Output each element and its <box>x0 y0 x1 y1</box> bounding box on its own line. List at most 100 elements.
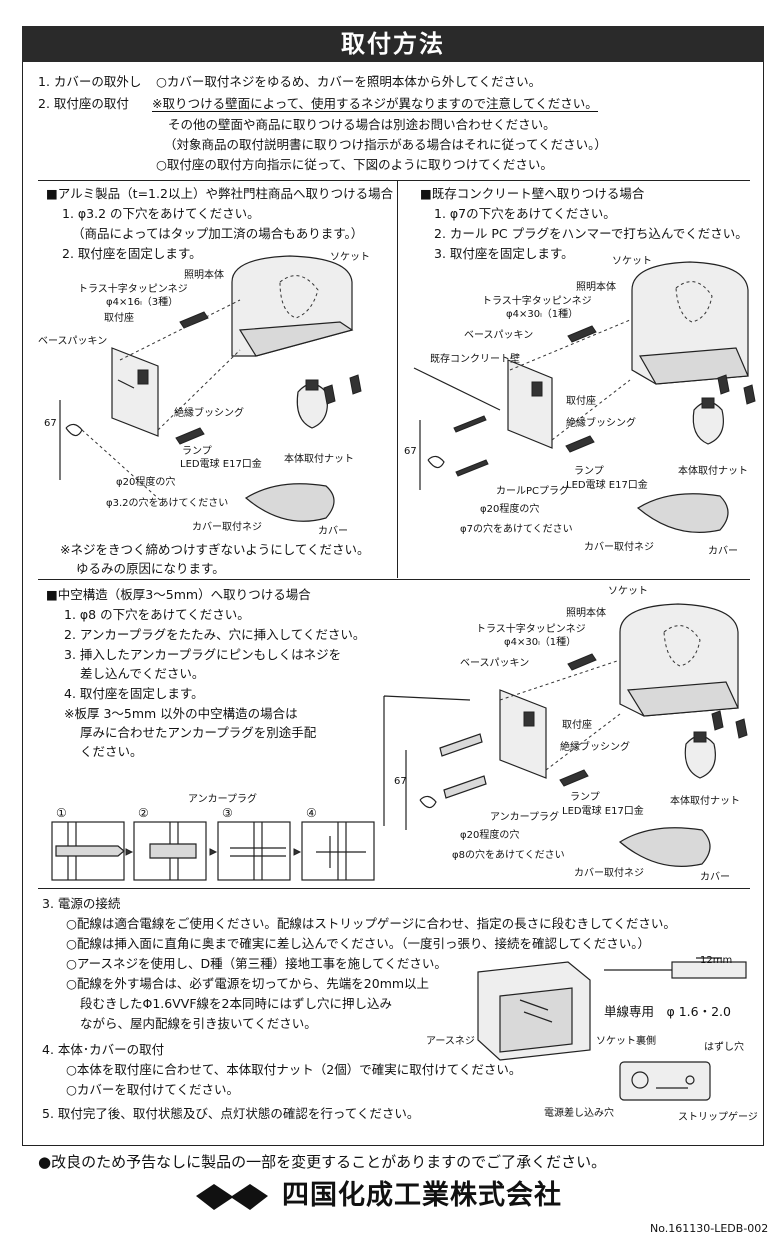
section-a-body-label: 照明本体 <box>184 270 224 281</box>
step2-line2: その他の壁面や商品に取りつける場合は別途お問い合わせください。 <box>168 117 556 132</box>
section-a-line2: （商品によってはタップ加工済の場合もあります。） <box>72 226 364 241</box>
seq-step-4: ④ <box>306 806 317 820</box>
section-b-line3: 3. 取付座を固定します。 <box>434 246 574 261</box>
section-b-screw-label: トラス十字タッピンネジ <box>482 296 592 307</box>
seq-step-1: ① <box>56 806 67 820</box>
section-b-line2: 2. カール PC プラグをハンマーで打ち込んでください。 <box>434 226 748 241</box>
section-a-hole20: φ20程度の穴 <box>116 477 176 488</box>
footer-note: ●改良のため予告なしに製品の一部を変更することがありますのでご了承ください。 <box>38 1153 607 1171</box>
section-c-body-label: 照明本体 <box>566 608 606 619</box>
section-c-line2: 2. アンカープラグをたたみ、穴に挿入してください。 <box>64 627 366 642</box>
step1-label: 1. カバーの取外し <box>38 74 142 89</box>
section-a-line1: 1. φ3.2 の下穴をあけてください。 <box>62 206 260 221</box>
section-a-cover-screw: カバー取付ネジ <box>192 522 262 533</box>
section-b-heading: ■既存コンクリート壁へ取りつける場合 <box>420 186 645 201</box>
power-line1: ○配線は適合電線をご使用ください。配線はストリップゲージに合わせ、指定の長さに段… <box>66 916 676 931</box>
seq-step-3: ③ <box>222 806 233 820</box>
divider <box>38 180 750 181</box>
earth-screw-label: アースネジ <box>426 1036 475 1047</box>
section-b-nut-label: 本体取付ナット <box>678 466 748 477</box>
socket-back-label: ソケット裏側 <box>596 1036 656 1047</box>
step1-text: ○カバー取付ネジをゆるめ、カバーを照明本体から外してください。 <box>156 74 542 89</box>
section-c-hole20: φ20程度の穴 <box>460 830 520 841</box>
section-a-screw-label: トラス十字タッピンネジ <box>78 284 188 295</box>
section-c-line3: 3. 挿入したアンカープラグにピンもしくはネジを <box>64 647 342 662</box>
divider <box>38 579 750 580</box>
section-a-hole: φ3.2の穴をあけてください <box>106 498 229 509</box>
section-c-line5b: 厚みに合わせたアンカープラグを別途手配 <box>80 725 317 740</box>
section-c-bushing-label: 絶縁ブッシング <box>560 742 630 753</box>
section-b-plug-label: カールPCプラグ <box>496 486 570 497</box>
seq-step-2: ② <box>138 806 149 820</box>
section-c-line5: ※板厚 3〜5mm 以外の中空構造の場合は <box>64 706 298 721</box>
section-c-hole: φ8の穴をあけてください <box>452 850 565 861</box>
section-a-heading: ■アルミ製品（t=1.2以上）や弊社門柱商品へ取りつける場合 <box>46 186 394 201</box>
section-b-socket-label: ソケット <box>612 256 652 267</box>
strip-gauge-label: ストリップゲージ <box>678 1112 758 1123</box>
release-hole-label: はずし穴 <box>704 1042 744 1053</box>
section-c-heading: ■中空構造（板厚3〜5mm）へ取りつける場合 <box>46 587 311 602</box>
section-b-packing-label: ベースパッキン <box>464 330 534 341</box>
section-b-lamp-spec: LED電球 E17口金 <box>566 480 648 491</box>
section-b-hole: φ7の穴をあけてください <box>460 524 573 535</box>
document-number: No.161130-LEDB-002 <box>650 1222 769 1235</box>
section-a-dim: 67 <box>44 418 57 429</box>
section-b-dim: 67 <box>404 446 417 457</box>
power-line4c: ながら、屋内配線を引き抜いてください。 <box>80 1016 317 1031</box>
step2-line4: ○取付座の取付方向指示に従って、下図のように取りつけてください。 <box>156 157 553 172</box>
section-c-line4: 4. 取付座を固定します。 <box>64 686 204 701</box>
power-heading: 3. 電源の接続 <box>42 896 121 911</box>
step5-text: 5. 取付完了後、取付状態及び、点灯状態の確認を行ってください。 <box>42 1106 420 1121</box>
section-c-line3b: 差し込んでください。 <box>80 666 205 681</box>
section-a-note2: ゆるみの原因になります。 <box>76 561 225 576</box>
body-cover-line1: ○本体を取付座に合わせて、本体取付ナット（2個）で確実に取付けてください。 <box>66 1062 522 1077</box>
power-line4b: 段むきしたΦ1.6VVF線を2本同時にはずし穴に押し込み <box>80 996 392 1011</box>
section-c-mount-label: 取付座 <box>562 720 592 731</box>
single-wire-spec: 単線専用 φ 1.6・2.0 <box>604 1004 731 1019</box>
page-title: 取付方法 <box>22 26 764 62</box>
section-c-nut-label: 本体取付ナット <box>670 796 740 807</box>
section-c-screw-spec: φ4×30ₗ（1種） <box>504 637 577 648</box>
power-hole-label: 電源差し込み穴 <box>544 1108 614 1119</box>
section-c-lamp-spec: LED電球 E17口金 <box>562 806 644 817</box>
section-a-screw-spec: φ4×16ₗ（3種） <box>106 297 179 308</box>
section-b-body-label: 照明本体 <box>576 282 616 293</box>
section-a-note1: ※ネジをきつく締めつけすぎないようにしてください。 <box>60 542 370 557</box>
anchor-plug-label: アンカープラグ <box>188 794 257 805</box>
section-b-lamp-label: ランプ <box>574 466 604 477</box>
section-a-line3: 2. 取付座を固定します。 <box>62 246 202 261</box>
section-b-cover-label: カバー <box>708 546 738 557</box>
section-b-line1: 1. φ7の下穴をあけてください。 <box>434 206 616 221</box>
section-c-line5c: ください。 <box>80 744 143 759</box>
section-a-nut-label: 本体取付ナット <box>284 454 354 465</box>
section-b-hole20: φ20程度の穴 <box>480 504 540 515</box>
section-b-mount-label: 取付座 <box>566 396 596 407</box>
section-c-line1: 1. φ8 の下穴をあけてください。 <box>64 607 250 622</box>
power-line4: ○配線を外す場合は、必ず電源を切ってから、先端を20mm以上 <box>66 976 430 991</box>
section-a-lamp-spec: LED電球 E17口金 <box>180 459 262 470</box>
power-line3: ○アースネジを使用し、D種（第三種）接地工事を施してください。 <box>66 956 447 971</box>
divider <box>38 888 750 889</box>
section-a-cover-label: カバー <box>318 526 348 537</box>
section-c-screw-label: トラス十字タッピンネジ <box>476 624 586 635</box>
strip-length: 12mm <box>700 955 733 966</box>
section-b-screw-spec: φ4×30ₗ（1種） <box>506 309 579 320</box>
divider <box>397 180 398 578</box>
section-b-bushing-label: 絶縁ブッシング <box>566 418 636 429</box>
section-a-socket-label: ソケット <box>330 252 370 263</box>
step2-label: 2. 取付座の取付 <box>38 96 129 111</box>
section-b-wall-label: 既存コンクリート壁 <box>430 354 520 365</box>
section-c-anchor-label: アンカープラグ <box>490 812 559 823</box>
section-c-lamp-label: ランプ <box>570 792 600 803</box>
section-a-mount-label: 取付座 <box>104 313 134 324</box>
step2-line3: （対象商品の取付説明書に取りつけ指示がある場合はそれに従ってください。） <box>164 137 607 152</box>
section-c-packing-label: ベースパッキン <box>460 658 530 669</box>
section-a-bushing-label: 絶縁ブッシング <box>174 408 244 419</box>
section-a-lamp-label: ランプ <box>182 446 212 457</box>
step2-warning: ※取りつける壁面によって、使用するネジが異なりますので注意してください。 <box>152 96 598 112</box>
section-b-cover-screw: カバー取付ネジ <box>584 542 654 553</box>
